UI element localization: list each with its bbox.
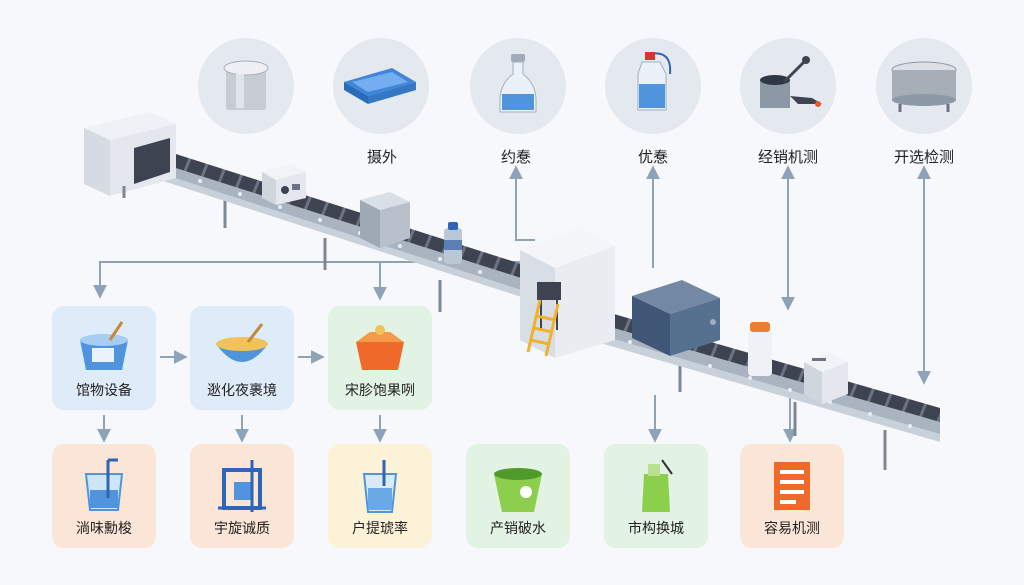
mixing-bowl-icon: [216, 323, 268, 362]
output-card-2-label: 宇旋诚质: [214, 521, 270, 537]
output-card-4: 产销破水: [466, 444, 570, 548]
station-label-4: 经销机测: [757, 148, 819, 166]
output-card-1-label: 淌味勳梭: [76, 521, 132, 537]
mixing-bucket-icon: [80, 321, 128, 370]
output-card-6: 容易机测: [740, 444, 844, 548]
sealer-box: [804, 352, 848, 404]
document-icon: [774, 462, 810, 510]
station-label-3: 优惷: [637, 148, 669, 166]
beaker-icon: [84, 458, 124, 511]
green-bin-icon: [494, 468, 542, 512]
conveyor-upper: [120, 140, 540, 312]
cooking-pot-icon: [891, 61, 957, 112]
output-card-2: 宇旋诚质: [190, 444, 294, 548]
grey-cube: [360, 192, 410, 248]
output-card-6-label: 容易机测: [764, 521, 820, 537]
process-card-2: 逖化夜裹境: [190, 306, 294, 410]
cup-icon: [362, 460, 398, 513]
station-label-1: 摄外: [366, 148, 398, 166]
tunnel-machine: [84, 112, 176, 198]
pot-icon: [223, 60, 269, 110]
blue-canister: [444, 222, 462, 264]
bottle-icon: [499, 54, 537, 113]
top-icons: [223, 52, 957, 113]
station-label-5: 开选检测: [893, 148, 955, 166]
process-card-3: 宋胗饱果咧: [328, 306, 432, 410]
flow-arrow-up-2: [509, 165, 535, 241]
output-card-1: 淌味勳梭: [52, 444, 156, 548]
process-card-2-label: 逖化夜裹境: [207, 383, 277, 399]
frame-icon: [218, 460, 266, 512]
stirring-vessel-icon: [760, 56, 822, 108]
process-card-3-label: 宋胗饱果咧: [345, 383, 415, 399]
control-box: [262, 164, 306, 205]
output-card-5: 市构换城: [604, 444, 708, 548]
flow-arrows: [93, 165, 931, 443]
orange-container-icon: [356, 325, 404, 370]
station-label-2: 约惷: [500, 148, 532, 166]
dark-blue-box: [632, 280, 720, 356]
output-card-3: 户提琥率: [328, 444, 432, 548]
central-machine: [520, 228, 615, 358]
tray-icon: [344, 68, 416, 104]
process-card-1-label: 馆物设备: [76, 383, 132, 399]
output-card-3-label: 户提琥率: [352, 521, 408, 537]
white-bottle: [748, 322, 772, 376]
process-card-1: 馆物设备: [52, 306, 156, 410]
output-card-5-label: 市构换城: [628, 521, 684, 537]
green-bottle-icon: [642, 459, 673, 512]
jug-icon: [637, 52, 672, 111]
output-card-4-label: 产销破水: [490, 521, 546, 537]
